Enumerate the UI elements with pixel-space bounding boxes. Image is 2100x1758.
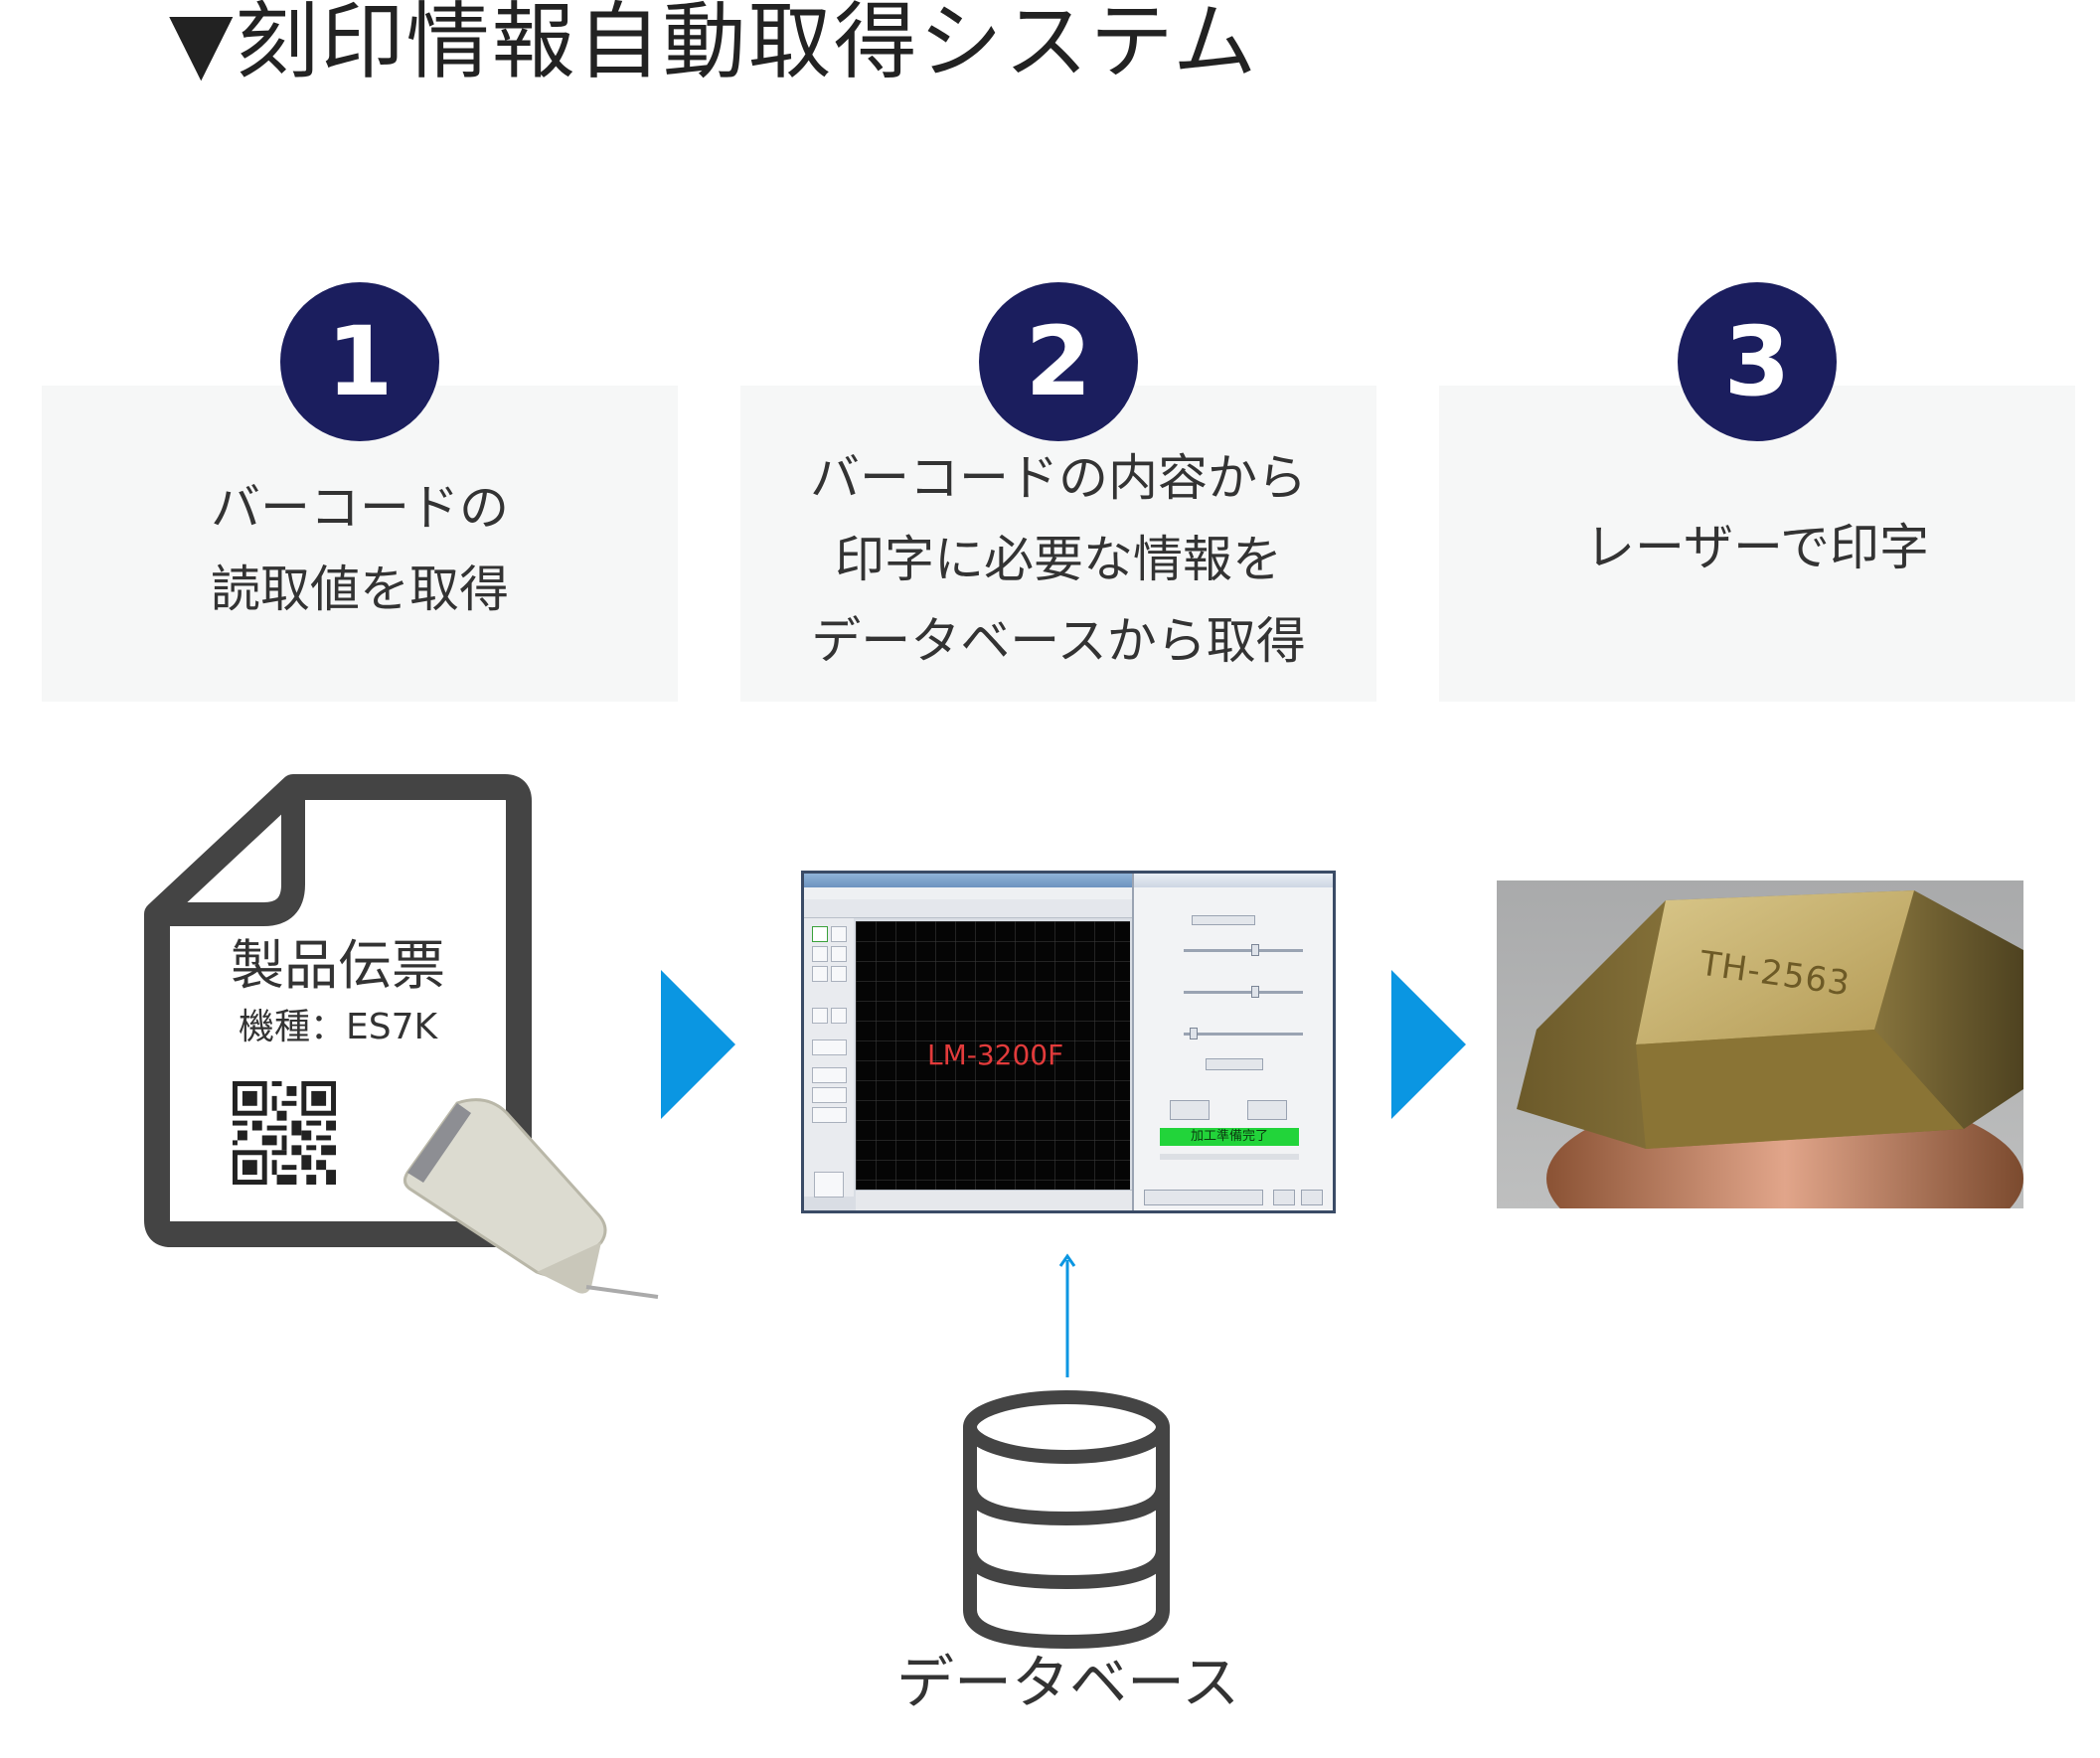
settings-tool-button[interactable] [814,1172,844,1198]
step-3-panel: レーザーで印字 [1439,386,2075,702]
barcode-tool-button[interactable] [831,966,847,982]
step-3-number-badge: 3 [1678,282,1837,441]
database-icon [963,1390,1170,1650]
text-tool-button[interactable] [812,926,828,942]
view-tool-button[interactable] [812,1039,847,1055]
step-1-text: バーコードの 読取値を取得 [211,479,509,618]
brass-nut-image [1517,890,2023,1208]
layout-tool-button[interactable] [812,1107,847,1123]
status-bar [856,1190,1132,1210]
material-select[interactable] [1192,915,1255,925]
step-2-number-badge: 2 [979,282,1138,441]
stop-button[interactable] [1301,1190,1323,1205]
focus-adjust-button[interactable] [1170,1100,1210,1120]
window-toolbar [804,899,1132,918]
marking-canvas[interactable]: LM-3200F [856,921,1130,1190]
circle-tool-button[interactable] [812,946,828,962]
engraved-brass-nut-photo: TH-2563 [1497,880,2023,1208]
repeat-count-slider-handle[interactable] [1190,1028,1198,1039]
pause-button[interactable] [1273,1190,1295,1205]
reset-defaults-button[interactable] [1206,1058,1263,1070]
document-model: 機種：ES7K [239,1007,438,1047]
rect-tool-button[interactable] [831,946,847,962]
machining-settings-panel: 加工準備完了 [1132,874,1333,1210]
start-machining-button[interactable] [1144,1190,1263,1205]
laser-editor-software-window: LM-3200F 加工準備完了 [801,871,1336,1213]
laser-power-slider-handle[interactable] [1251,944,1259,956]
flow-arrow-icon [1391,970,1466,1119]
guide-tool-button[interactable] [812,1067,847,1083]
database-label: データベース [896,1649,1240,1716]
step-2-text: バーコードの内容から 印字に必要な情報を データベースから取得 [810,449,1307,670]
repeat-count-slider[interactable] [1184,1033,1303,1036]
line-tool-button[interactable] [812,966,828,982]
image-tool-button[interactable] [812,1008,828,1024]
product-slip-document-icon: 製品伝票 機種：ES7K [139,765,537,1252]
progress-bar [1160,1154,1299,1160]
page-title: ▼刻印情報自動取得システム [169,0,1259,90]
step-3-text: レーザーで印字 [1585,519,1929,576]
flow-arrow-icon [661,970,735,1119]
barcode-scanner-icon [403,1098,659,1299]
qr-code-icon [233,1081,336,1185]
document-title: 製品伝票 [231,934,445,997]
step-1-number-badge: 1 [280,282,439,441]
laser-power-slider[interactable] [1184,949,1303,952]
guide-light-button[interactable] [1247,1100,1287,1120]
up-arrow-icon [1058,1253,1076,1377]
window-titlebar [804,874,1132,887]
preview-tool-button[interactable] [812,1087,847,1103]
canvas-text-object[interactable]: LM-3200F [927,1039,1064,1071]
tool-palette [804,918,854,1198]
shape-tool-button[interactable] [831,926,847,942]
settings-titlebar [1134,874,1333,887]
ready-status-badge: 加工準備完了 [1160,1128,1299,1146]
window-menubar [804,887,1132,899]
mark-speed-slider[interactable] [1184,991,1303,994]
mark-speed-slider-handle[interactable] [1251,986,1259,998]
import-tool-button[interactable] [831,1008,847,1024]
